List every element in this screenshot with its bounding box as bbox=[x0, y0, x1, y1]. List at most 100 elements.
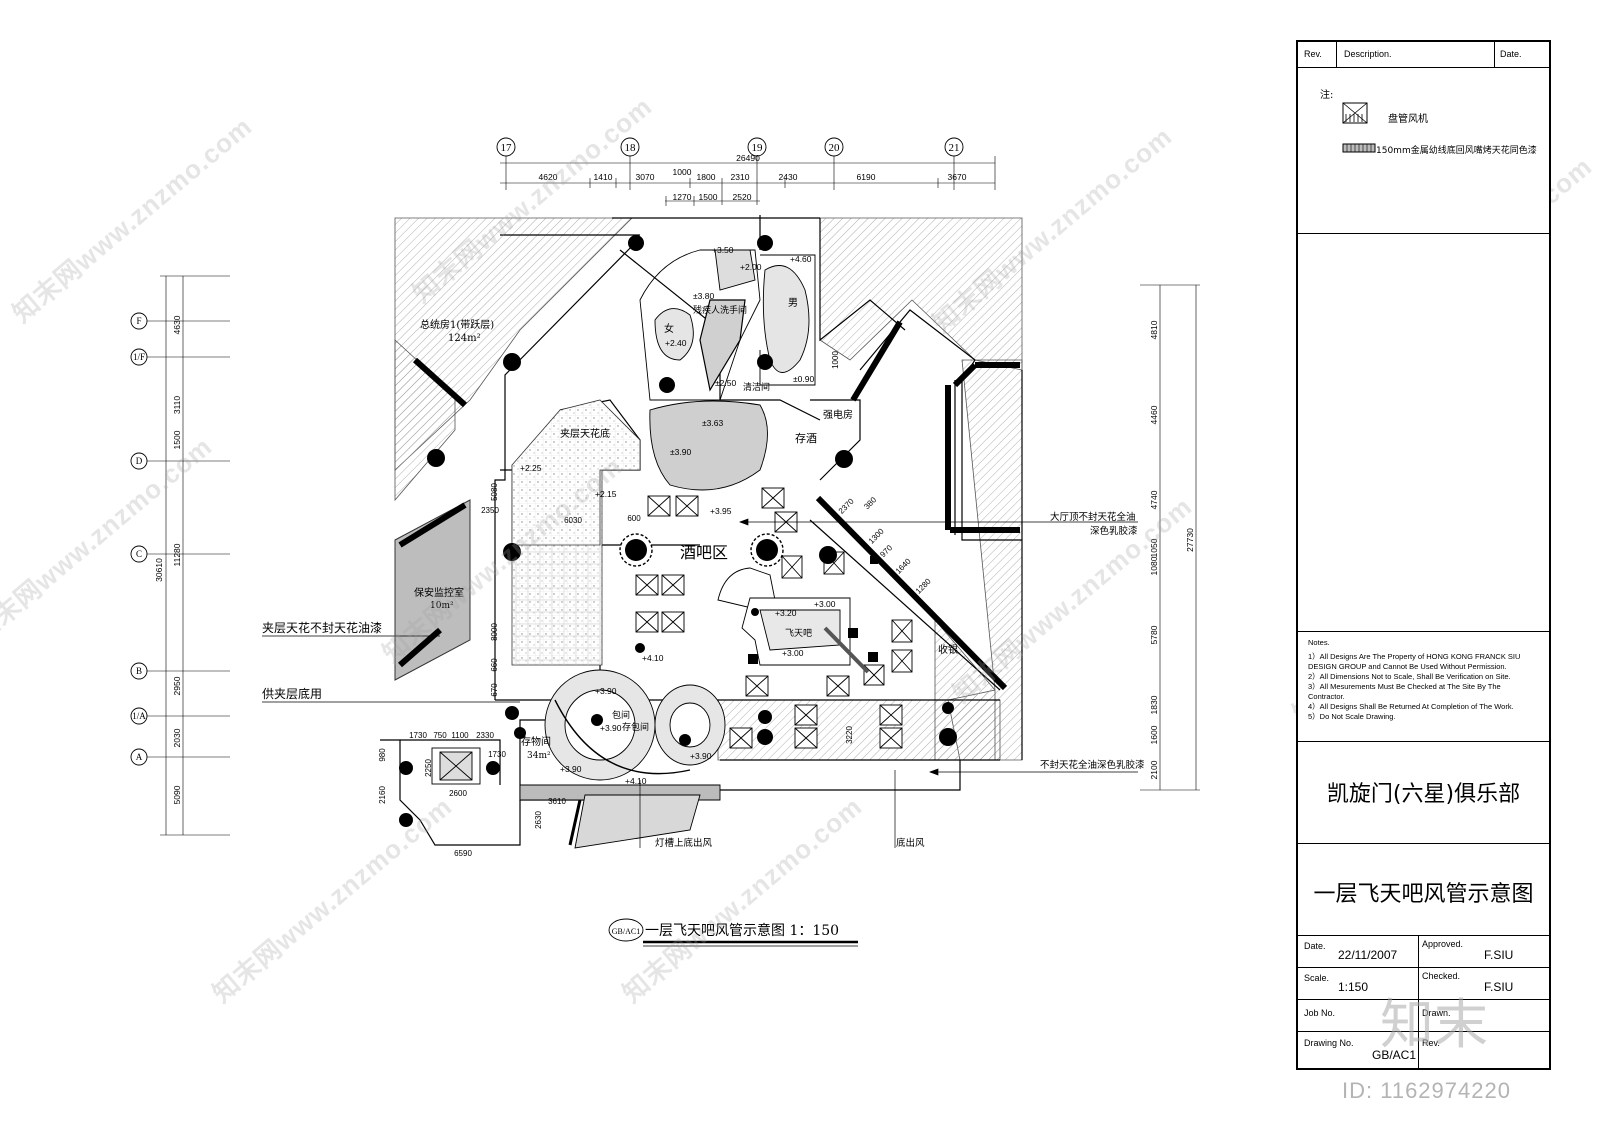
level-14: +3.00 bbox=[814, 599, 836, 609]
dim-right-4: 1080 bbox=[1149, 556, 1159, 575]
room-security-area: 10m² bbox=[430, 601, 454, 611]
room-security: 保安监控室 bbox=[414, 586, 464, 599]
dim-top-5: 2310 bbox=[731, 172, 750, 182]
scale-value: 1:150 bbox=[1338, 980, 1369, 994]
axis-D: D bbox=[136, 456, 143, 466]
dim-top-7: 6190 bbox=[857, 172, 876, 182]
level-9: ±3.90 bbox=[670, 447, 691, 457]
dim-b-12: 2600 bbox=[449, 789, 467, 798]
dim-in-3: 5080 bbox=[490, 483, 499, 501]
left-axis-bubbles bbox=[130, 312, 148, 766]
room-suite: 总统房1(带跃层) bbox=[420, 318, 494, 331]
dim-left-4: 11280 bbox=[172, 543, 182, 566]
level-17: +3.90 bbox=[595, 686, 617, 696]
dim-top-4: 1800 bbox=[697, 172, 716, 182]
rev-header: Rev. bbox=[1304, 49, 1322, 59]
level-1: +3.50 bbox=[712, 245, 734, 255]
level-12: +3.95 bbox=[710, 506, 732, 516]
level-16: +4.10 bbox=[642, 653, 664, 663]
right-dimension-lines bbox=[1140, 284, 1200, 791]
room-female: 女 bbox=[664, 322, 674, 335]
dim-left-3: 1500 bbox=[172, 430, 182, 449]
dim-b-9: 2160 bbox=[378, 786, 387, 804]
dim-left-6: 2030 bbox=[172, 728, 182, 747]
room-suite-area: 124m² bbox=[448, 333, 481, 344]
axis-1F: 1/F bbox=[133, 352, 145, 362]
job-label: Job No. bbox=[1304, 1008, 1336, 1018]
notes-title: Notes. bbox=[1308, 638, 1330, 647]
dim-total-left: 30610 bbox=[154, 558, 164, 582]
axis-19: 19 bbox=[752, 142, 764, 154]
level-7: ±2.50 bbox=[715, 378, 736, 388]
lift-core bbox=[431, 747, 481, 785]
dim-in-1: 2350 bbox=[481, 506, 499, 515]
axis-F: F bbox=[136, 316, 141, 326]
drawing-title-tag: GB/AC1 bbox=[612, 927, 640, 936]
dim-right-6: 5780 bbox=[1149, 625, 1159, 644]
legend-note-label: 注: bbox=[1320, 90, 1334, 101]
dim-b-11: 2250 bbox=[424, 759, 433, 777]
dim-in-13: 3220 bbox=[845, 726, 854, 744]
drawing-no-row: Drawing No. GB/AC1 Rev. bbox=[1298, 1032, 1549, 1068]
legend-grille-label: 150mm金属幼线底回风嘴烤天花同色漆 bbox=[1376, 146, 1537, 156]
level-10: +2.25 bbox=[520, 463, 542, 473]
dim-top-8: 3670 bbox=[948, 172, 967, 182]
dim-top-row2-2: 1500 bbox=[699, 192, 718, 202]
dim-right-1: 4810 bbox=[1149, 320, 1159, 339]
dim-right-5: 1050 bbox=[1149, 538, 1159, 557]
drawing-title: GB/AC1 一层飞天吧风管示意图 1：150 bbox=[608, 918, 858, 947]
dim-total-right: 27730 bbox=[1185, 528, 1195, 552]
dim-left-5: 2950 bbox=[172, 676, 182, 695]
date-header: Date. bbox=[1500, 49, 1522, 59]
level-19: +3.90 bbox=[690, 751, 712, 761]
dim-top-6: 2430 bbox=[779, 172, 798, 182]
dim-right-9: 2100 bbox=[1149, 760, 1159, 779]
dim-top-1: 4620 bbox=[539, 172, 558, 182]
level-3: +4.60 bbox=[790, 254, 812, 264]
date-row: Date. 22/11/2007 Approved. F.SIU bbox=[1298, 936, 1549, 968]
rev-label: Rev. bbox=[1422, 1038, 1440, 1048]
legend-fan-coil-label: 盘管风机 bbox=[1388, 114, 1428, 125]
note-hall-ceiling-2: 深色乳胶漆 bbox=[1090, 525, 1138, 537]
note-item: 4）All Designs Shall Be Returned At Compl… bbox=[1308, 702, 1514, 711]
room-flying-bar: 飞天吧 bbox=[785, 628, 812, 639]
dim-left-2: 3110 bbox=[172, 396, 182, 415]
dim-b-2: 750 bbox=[433, 731, 447, 740]
image-id: ID: 1162974220 bbox=[1342, 1078, 1511, 1103]
dim-in-7: 2370 bbox=[837, 496, 856, 515]
feature-columns bbox=[619, 533, 784, 567]
axis-20: 20 bbox=[829, 142, 841, 154]
dim-b-5: 1730 bbox=[488, 750, 506, 759]
axis-1A: 1/A bbox=[132, 711, 146, 721]
watermark-logo: 知末 bbox=[1380, 993, 1488, 1056]
dim-in-15: 1000 bbox=[831, 351, 840, 369]
level-18: +3.90 bbox=[600, 723, 622, 733]
dim-right-7: 1830 bbox=[1149, 695, 1159, 714]
room-bar: 酒吧区 bbox=[680, 543, 728, 562]
columns bbox=[399, 235, 957, 827]
dim-right-2: 4460 bbox=[1149, 405, 1159, 424]
note-bottom-outlet: 底出风 bbox=[896, 837, 925, 849]
approved-value: F.SIU bbox=[1484, 948, 1514, 962]
room-bag2: 存包间 bbox=[622, 721, 649, 733]
sheet-title-section: 一层飞天吧风管示意图 bbox=[1298, 844, 1549, 936]
floor-plan-drawing: 17 18 19 20 21 F 1/F D C B 1/A A bbox=[130, 137, 1200, 947]
notes-section: Notes. 1）All Designs Are The Property of… bbox=[1298, 632, 1549, 742]
job-row: Job No. Drawn. bbox=[1298, 1000, 1549, 1032]
level-21: +3.90 bbox=[560, 764, 582, 774]
drawn-label: Drawn. bbox=[1422, 1008, 1451, 1018]
legend-section: 注: 盘管风机 150mm金属幼线底回风嘴烤天花同色漆 bbox=[1298, 68, 1549, 234]
revision-header: Rev. Description. Date. bbox=[1298, 42, 1549, 68]
room-disabled-wc: 残疾人洗手间 bbox=[693, 304, 747, 316]
structural-walls bbox=[398, 320, 1020, 691]
dim-b-6: 6590 bbox=[454, 849, 472, 858]
drawing-no-value: GB/AC1 bbox=[1372, 1048, 1417, 1062]
note-mezz-use: 供夹层底用 bbox=[262, 686, 322, 701]
dim-b-10: 980 bbox=[378, 748, 387, 762]
level-5: +2.40 bbox=[665, 338, 687, 348]
dim-b-1: 1730 bbox=[409, 731, 427, 740]
checked-value: F.SIU bbox=[1484, 980, 1514, 994]
level-13: +3.20 bbox=[775, 608, 797, 618]
bar-counter bbox=[717, 567, 870, 674]
dim-b-8: 2630 bbox=[534, 811, 543, 829]
